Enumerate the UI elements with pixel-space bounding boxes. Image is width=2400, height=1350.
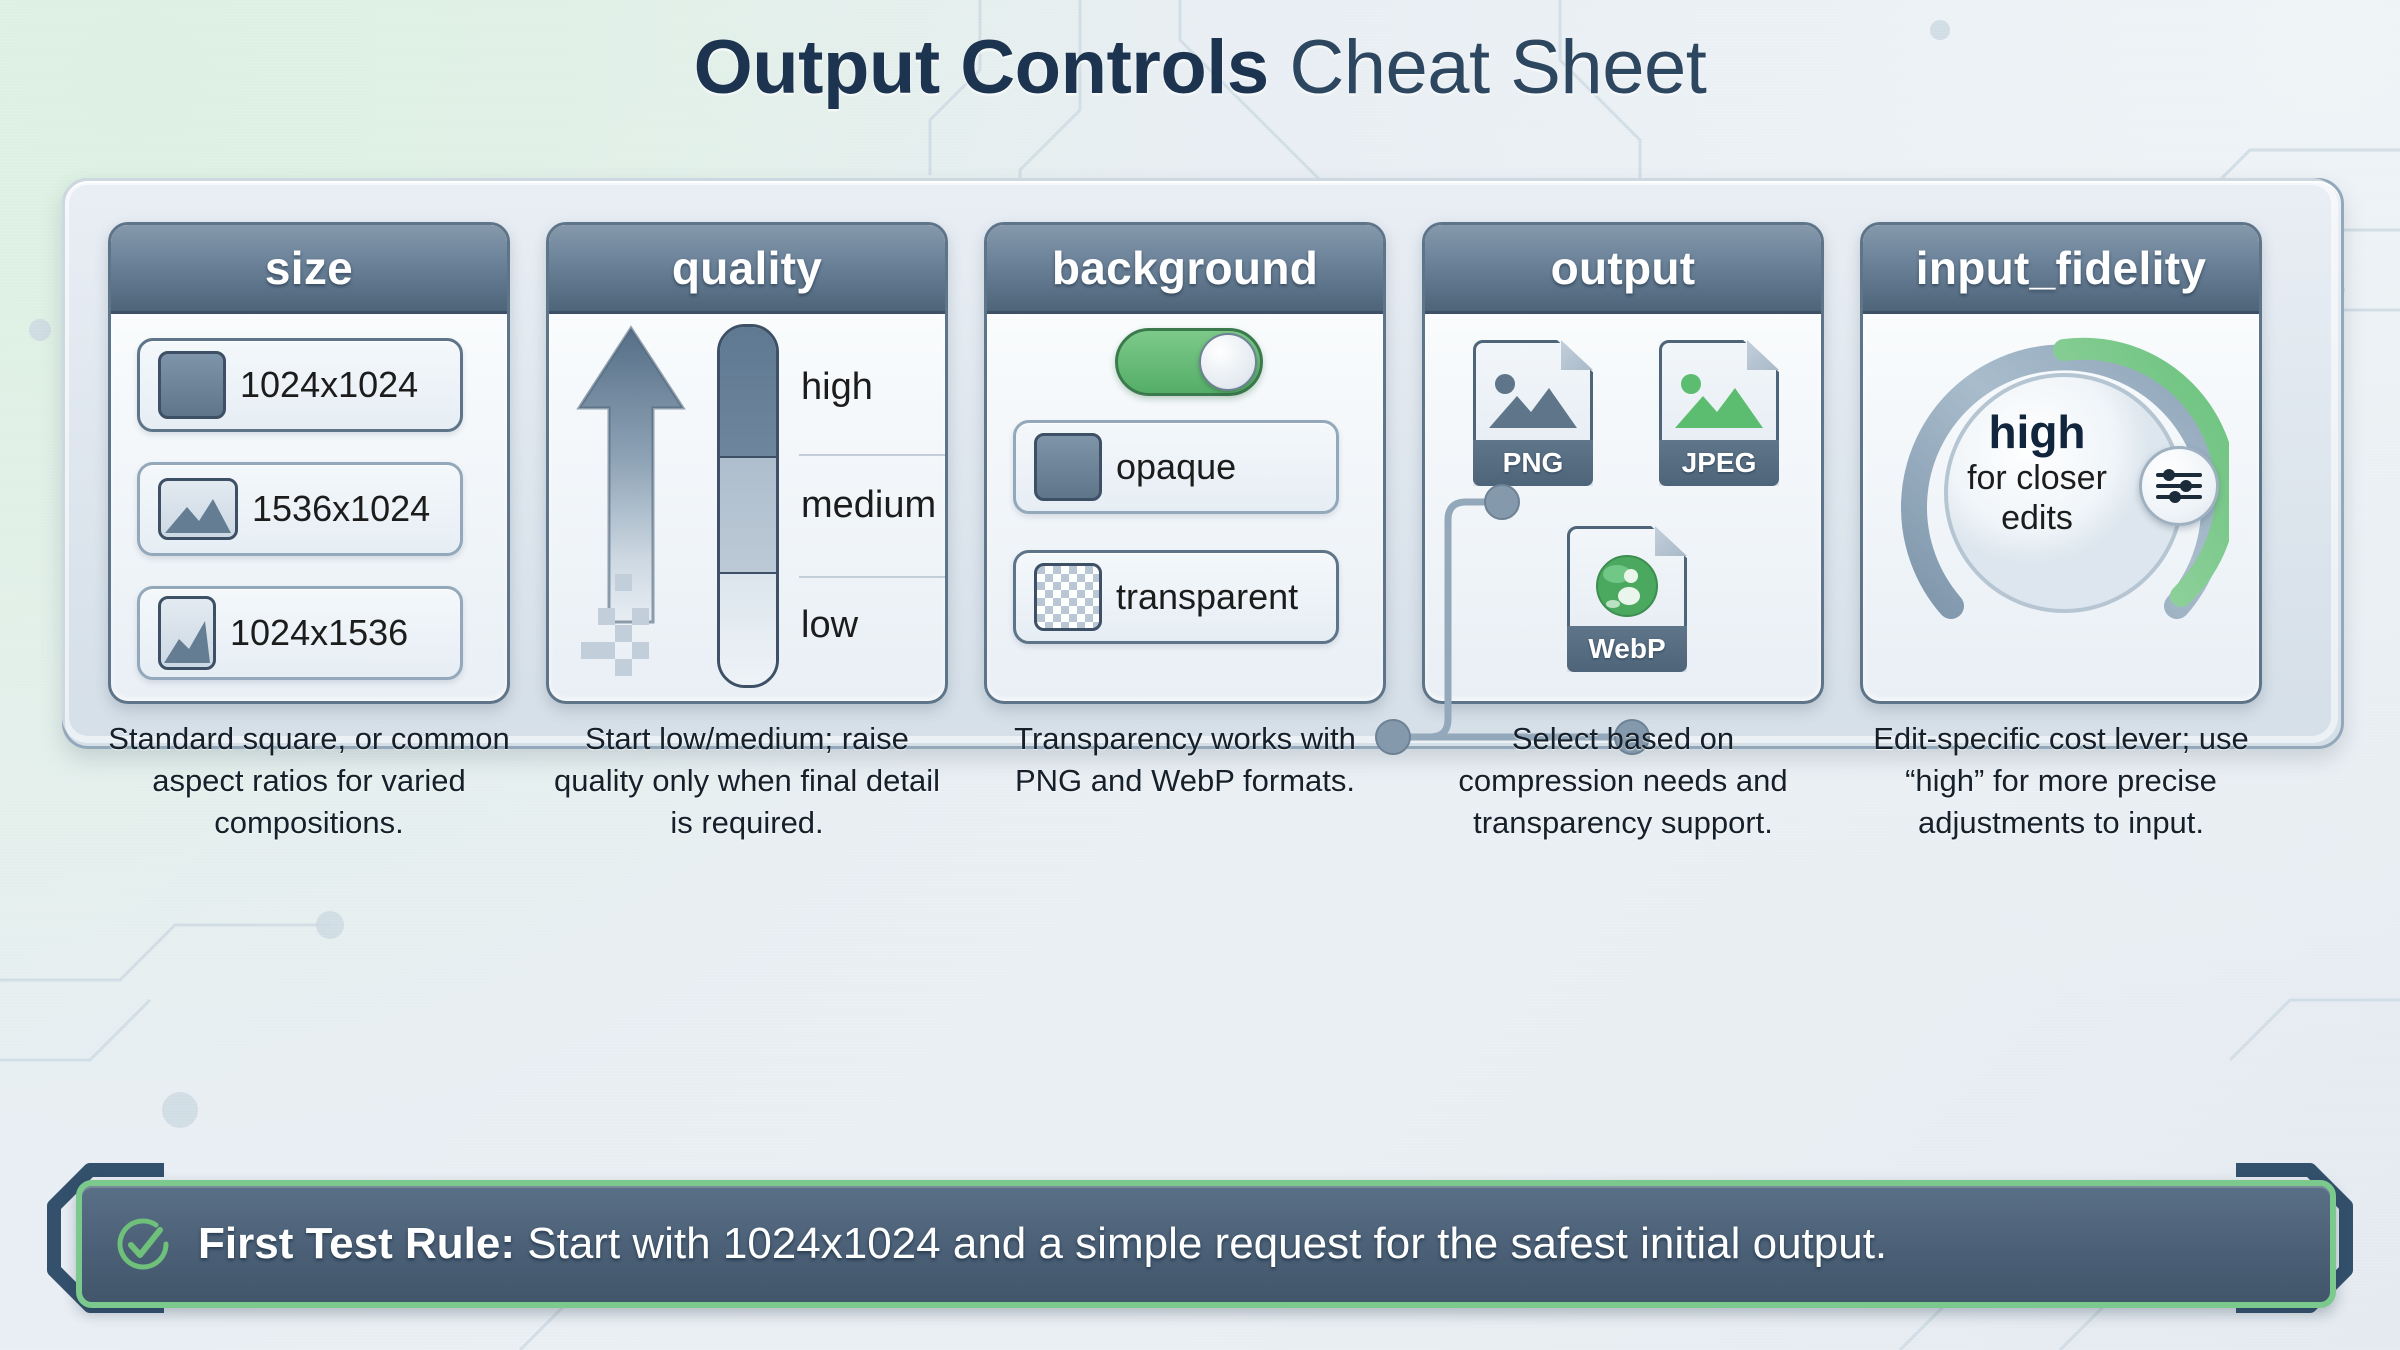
- card-background: background opaque transparent: [984, 222, 1386, 704]
- caption-size: Standard square, or common aspect ratios…: [108, 721, 510, 840]
- webp-thumbnail: [1596, 555, 1658, 617]
- caption-background: Transparency works with PNG and WebP for…: [1014, 721, 1356, 798]
- toggle-switch-icon[interactable]: [1115, 328, 1263, 396]
- toggle-knob: [1199, 333, 1257, 391]
- card-body-size: 1024x1024 1536x1024 1024x1536: [111, 314, 507, 701]
- option-row-transparent[interactable]: transparent: [1013, 550, 1339, 644]
- square-icon: [158, 351, 226, 419]
- title-light: Cheat Sheet: [1289, 25, 1707, 110]
- option-label-size-0: 1024x1024: [240, 364, 419, 405]
- card-header-size: size: [111, 225, 507, 314]
- quality-segment-low: [720, 574, 776, 685]
- card-body-output: PNG JPEG: [1425, 314, 1821, 701]
- caption-quality: Start low/medium; raise quality only whe…: [553, 721, 941, 840]
- file-card-png[interactable]: PNG: [1473, 340, 1593, 486]
- column-output: output PNG JPEG: [1422, 222, 1824, 704]
- up-arrow-icon: [576, 325, 686, 676]
- card-quality: quality: [546, 222, 948, 704]
- option-row-size-1[interactable]: 1536x1024: [137, 462, 463, 556]
- dial-sub-line-2: edits: [2001, 499, 2073, 537]
- dial-value: high: [1988, 406, 2086, 458]
- title-bold: Output Controls: [693, 25, 1270, 110]
- footer-bar: First Test Rule: Start with 1024x1024 an…: [76, 1180, 2336, 1308]
- card-output: output PNG JPEG: [1422, 222, 1824, 704]
- quality-divider-1: [799, 454, 945, 456]
- option-label-opaque: opaque: [1116, 446, 1237, 487]
- file-label-png: PNG: [1473, 440, 1593, 486]
- card-header-background: background: [987, 225, 1383, 314]
- quality-segment-medium: [720, 457, 776, 575]
- card-header-input-fidelity: input_fidelity: [1863, 225, 2259, 314]
- card-size: size 1024x1024 1536x1024: [108, 222, 510, 704]
- page-title: Output Controls Cheat Sheet: [0, 18, 2400, 118]
- option-row-size-0[interactable]: 1024x1024: [137, 338, 463, 432]
- file-label-jpeg: JPEG: [1659, 440, 1779, 486]
- card-input-fidelity: input_fidelity: [1860, 222, 2262, 704]
- footer-text: First Test Rule: Start with 1024x1024 an…: [198, 1219, 1887, 1269]
- column-background: background opaque transparent: [984, 222, 1386, 704]
- option-label-transparent: transparent: [1116, 576, 1299, 617]
- quality-label-high: high: [801, 366, 873, 408]
- file-label-webp: WebP: [1567, 626, 1687, 672]
- card-body-background: opaque transparent: [987, 314, 1383, 701]
- card-header-quality: quality: [549, 225, 945, 314]
- file-corner-fold: [1655, 526, 1687, 556]
- footer-text-bold: First Test Rule:: [198, 1219, 516, 1268]
- column-quality: quality: [546, 222, 948, 704]
- column-input-fidelity: input_fidelity: [1860, 222, 2262, 704]
- quality-slider[interactable]: [717, 324, 779, 688]
- column-size: size 1024x1024 1536x1024: [108, 222, 510, 704]
- quality-segment-high: [720, 327, 776, 458]
- dial-value-arc: [2053, 337, 2229, 607]
- card-body-quality: high medium low: [549, 314, 945, 701]
- file-corner-fold: [1747, 340, 1779, 370]
- quality-divider-2: [799, 576, 945, 578]
- card-header-output: output: [1425, 225, 1821, 314]
- portrait-image-icon: [158, 596, 216, 670]
- png-thumbnail: [1489, 374, 1577, 428]
- option-row-size-2[interactable]: 1024x1536: [137, 586, 463, 680]
- caption-output: Select based on compression needs and tr…: [1458, 721, 1788, 840]
- file-card-webp[interactable]: WebP: [1567, 526, 1687, 672]
- checkerboard-icon: [1034, 563, 1102, 631]
- option-label-size-1: 1536x1024: [252, 488, 431, 529]
- card-body-input-fidelity: high for closer edits: [1863, 314, 2259, 701]
- option-row-opaque[interactable]: opaque: [1013, 420, 1339, 514]
- footer-text-rest: Start with 1024x1024 and a simple reques…: [515, 1219, 1888, 1268]
- landscape-image-icon: [158, 478, 238, 540]
- solid-square-icon: [1034, 433, 1102, 501]
- file-corner-fold: [1561, 340, 1593, 370]
- fidelity-dial[interactable]: [1899, 328, 2229, 658]
- jpeg-thumbnail: [1675, 374, 1763, 428]
- file-card-jpeg[interactable]: JPEG: [1659, 340, 1779, 486]
- dial-readout: high for closer edits: [1951, 406, 2123, 538]
- option-label-size-2: 1024x1536: [230, 612, 409, 653]
- dial-sub-line-1: for closer: [1967, 459, 2107, 497]
- sliders-icon[interactable]: [2139, 446, 2219, 526]
- quality-label-medium: medium: [801, 484, 937, 526]
- footer-banner: First Test Rule: Start with 1024x1024 an…: [46, 1162, 2354, 1314]
- quality-label-low: low: [801, 604, 859, 646]
- caption-input-fidelity: Edit-specific cost lever; use “high” for…: [1873, 721, 2249, 840]
- check-circle-icon: [117, 1218, 169, 1270]
